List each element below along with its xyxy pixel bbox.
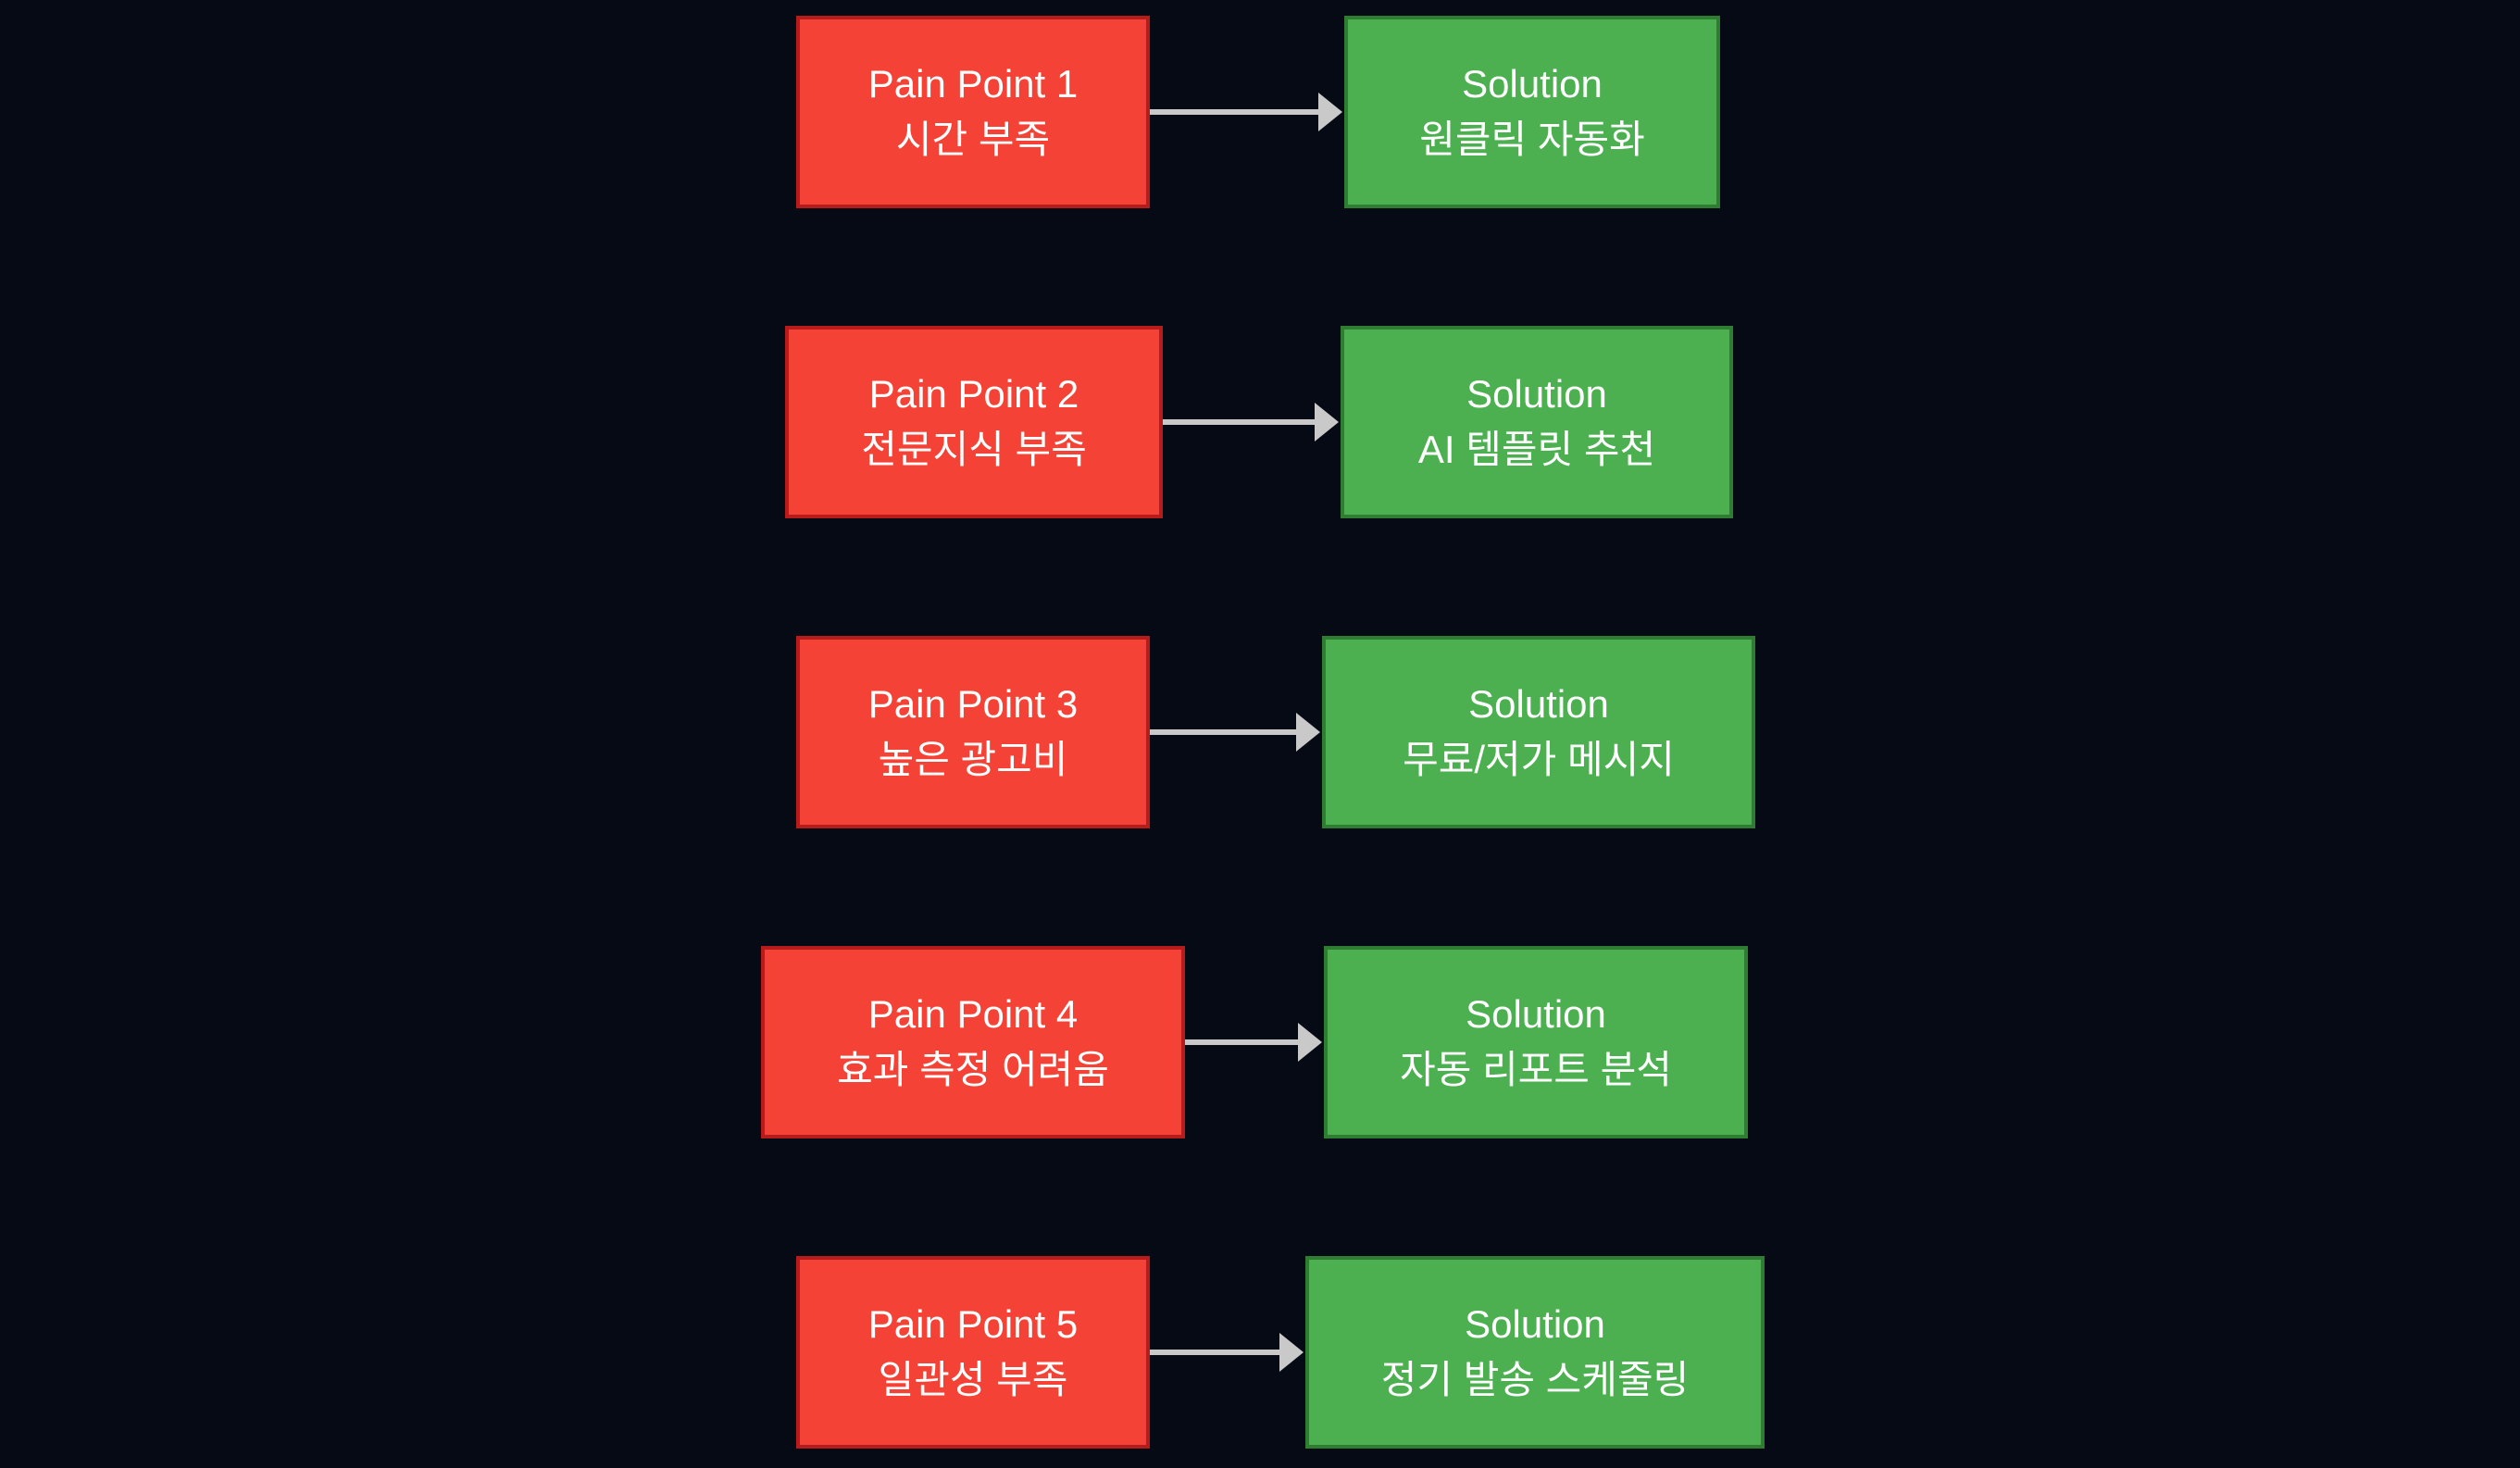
solution-box: Solution AI 템플릿 추천 (1341, 326, 1733, 518)
pain-point-title: Pain Point 3 (867, 682, 1079, 727)
pain-point-subtitle: 시간 부족 (895, 118, 1051, 161)
pain-point-title: Pain Point 5 (867, 1302, 1079, 1347)
solution-box: Solution 정기 발송 스케줄링 (1305, 1256, 1765, 1449)
pain-point-subtitle: 전문지식 부족 (861, 428, 1087, 471)
solution-title: Solution (1468, 682, 1609, 727)
solution-subtitle: 원클릭 자동화 (1419, 118, 1645, 161)
arrowhead-icon (1298, 1023, 1322, 1062)
pain-point-title: Pain Point 1 (867, 62, 1079, 106)
solution-box: Solution 자동 리포트 분석 (1324, 946, 1748, 1138)
solution-subtitle: 정기 발송 스케줄링 (1380, 1358, 1690, 1401)
solution-title: Solution (1465, 1302, 1605, 1347)
flow-arrow-icon (1185, 1023, 1322, 1062)
arrowhead-icon (1315, 403, 1339, 442)
solution-title: Solution (1466, 992, 1606, 1037)
pain-point-box: Pain Point 4 효과 측정 어려움 (761, 946, 1185, 1138)
flow-arrow-icon (1150, 1333, 1304, 1372)
pain-point-box: Pain Point 5 일관성 부족 (796, 1256, 1150, 1449)
arrowhead-icon (1296, 713, 1320, 752)
flow-arrow-icon (1150, 93, 1342, 131)
solution-subtitle: 자동 리포트 분석 (1400, 1048, 1672, 1091)
pain-point-title: Pain Point 2 (868, 372, 1079, 417)
arrowhead-icon (1318, 93, 1342, 131)
solution-box: Solution 무료/저가 메시지 (1322, 636, 1755, 828)
solution-title: Solution (1466, 372, 1607, 417)
pain-point-subtitle: 일관성 부족 (878, 1358, 1068, 1401)
pain-point-subtitle: 높은 광고비 (878, 738, 1068, 781)
flow-arrow-icon (1150, 713, 1320, 752)
flow-arrow-icon (1163, 403, 1339, 442)
pain-point-subtitle: 효과 측정 어려움 (837, 1048, 1109, 1091)
solution-subtitle: AI 템플릿 추천 (1417, 428, 1656, 471)
solution-subtitle: 무료/저가 메시지 (1403, 738, 1675, 781)
pain-point-box: Pain Point 1 시간 부족 (796, 16, 1150, 208)
pain-point-box: Pain Point 3 높은 광고비 (796, 636, 1150, 828)
arrowhead-icon (1279, 1333, 1304, 1372)
solution-title: Solution (1462, 62, 1603, 106)
pain-point-title: Pain Point 4 (867, 992, 1079, 1037)
pain-point-box: Pain Point 2 전문지식 부족 (785, 326, 1163, 518)
solution-box: Solution 원클릭 자동화 (1344, 16, 1720, 208)
